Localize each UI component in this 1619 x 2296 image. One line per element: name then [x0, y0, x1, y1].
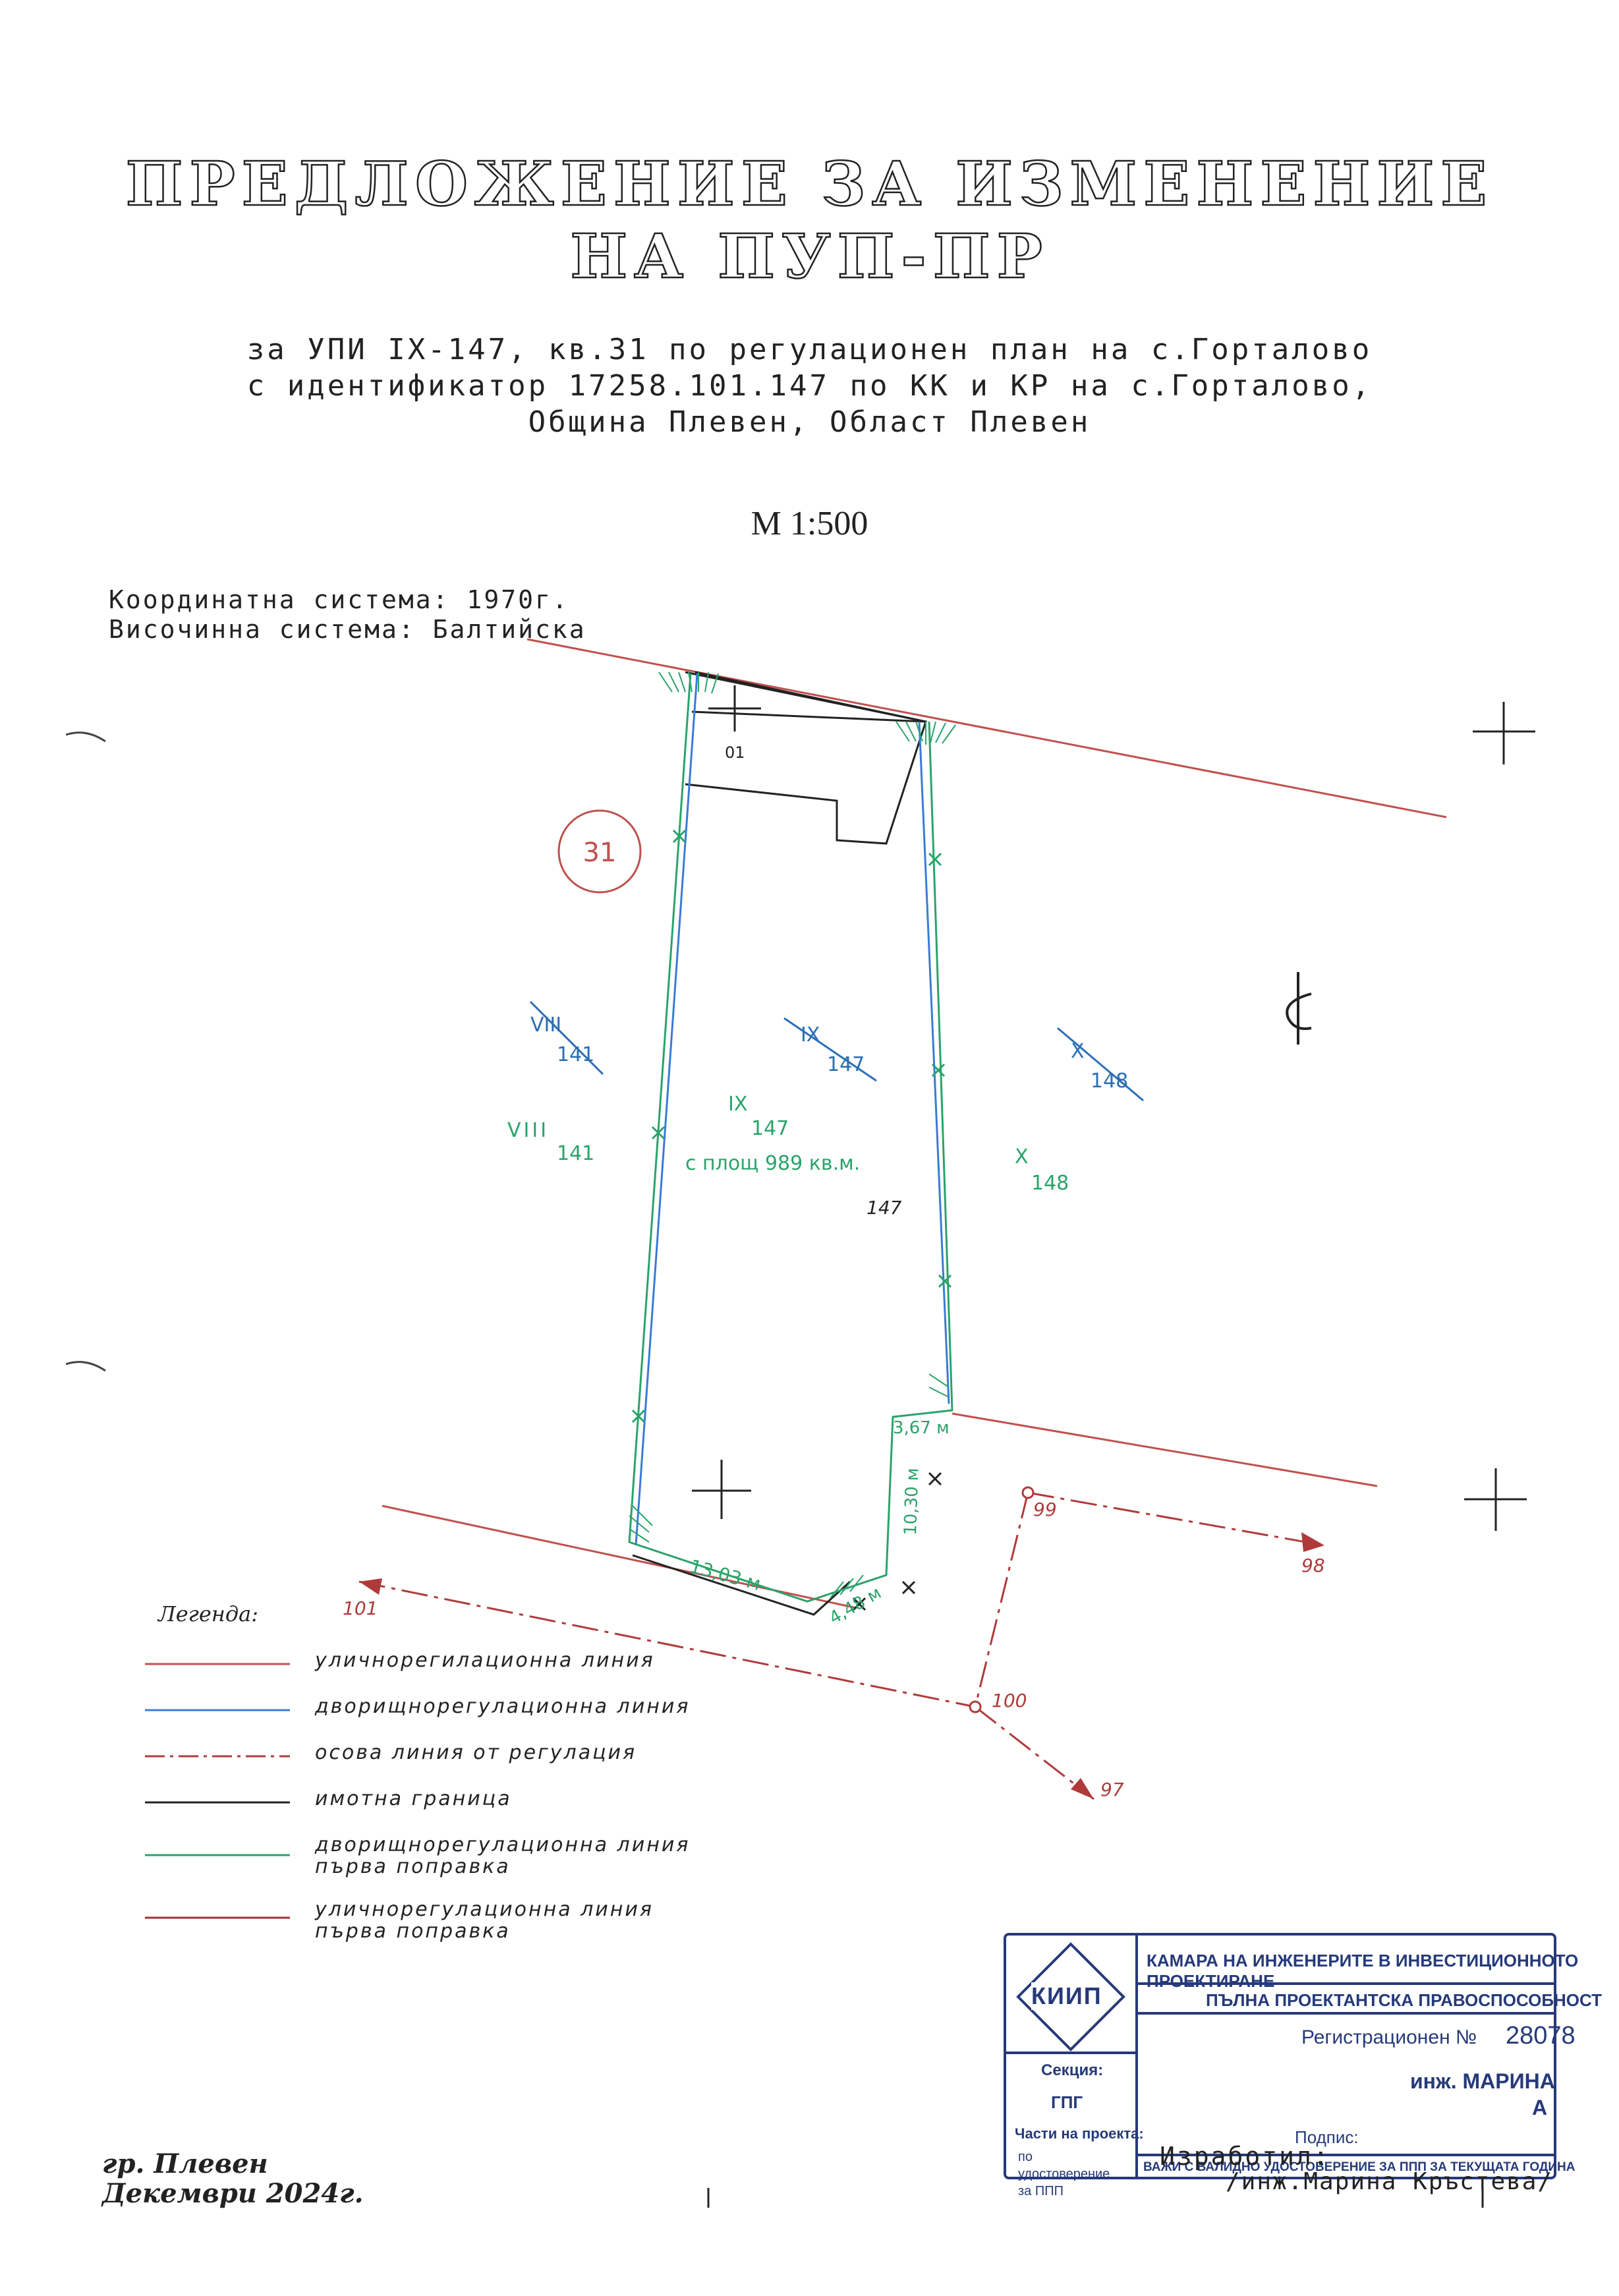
legend-label-property: имотна граница	[315, 1787, 512, 1810]
property-boundary-top	[691, 710, 926, 723]
old-parcel-ix-num: 147	[827, 1053, 865, 1076]
point-label-01: 01	[725, 743, 745, 762]
parcel-ix-roman: IX	[728, 1093, 747, 1116]
height-system: Височинна система: Балтийска	[109, 615, 586, 644]
stamp-logo: КИИП	[1031, 1982, 1102, 2010]
dimension-3-67: 3,67 м	[893, 1418, 950, 1438]
street-regulation-line-top	[526, 638, 1447, 818]
legend-label-axis: осова линия от регулация	[315, 1741, 637, 1764]
subtitle-line-2: с идентификатор 17258.101.147 по КК и КР…	[246, 369, 1373, 403]
axis-lines	[358, 1491, 1325, 1800]
subtitle-line-1: за УПИ IX-147, кв.31 по регулационен пла…	[246, 333, 1373, 366]
stamp-parts-value: по удостоверение за ППП	[1018, 2150, 1110, 2198]
binder-hole-mark-bottom	[65, 1361, 106, 1372]
property-boundary-bottom	[632, 1554, 851, 1616]
axis-label-101: 101	[343, 1597, 378, 1619]
axis-arrow-98	[1301, 1532, 1324, 1552]
survey-crosshairs	[692, 685, 1535, 1531]
stamp-name-2: А	[1532, 2096, 1548, 2119]
stamp-frame	[1004, 1933, 1556, 2179]
property-boundary-front	[685, 671, 926, 723]
legend-title: Легенда:	[158, 1601, 258, 1626]
subtitle-line-3: Община Плевен, Област Плевен	[528, 405, 1091, 439]
old-parcel-viii-num: 141	[557, 1043, 594, 1066]
stamp-section-label: Секция:	[1041, 2061, 1104, 2079]
dimension-cross-marks	[852, 1472, 942, 1611]
old-label-strikes	[529, 1000, 1144, 1102]
stamp-org: КАМАРА НА ИНЖЕНЕРИТЕ В ИНВЕСТИЦИОННОТО П…	[1147, 1951, 1579, 1991]
legend-label-yard-first: дворищнорегулационна линия	[315, 1833, 691, 1856]
street-regulation-line-bottom	[382, 1505, 857, 1609]
boundary-cross-marks	[631, 829, 952, 1423]
parcel-ix-area: с площ 989 кв.м.	[685, 1152, 860, 1175]
stamp-section-value: ГПГ	[1051, 2092, 1083, 2112]
legend-label-yard: дворищнорегулационна линия	[315, 1695, 691, 1718]
footer-city: гр. Плевен	[102, 2148, 268, 2179]
stamp-validity: ВАЖИ С ВАЛИДНО УДОСТОВЕРЕНИЕ ЗА ППП ЗА Т…	[1143, 2160, 1576, 2174]
author-label: Изработил:	[1160, 2142, 1330, 2171]
stamp-name: инж. МАРИНА	[1410, 2069, 1555, 2093]
legend-label-street-first: уличнорегулационна линия	[315, 1898, 654, 1921]
legend-label-yard-first-2: първа поправка	[315, 1855, 511, 1878]
stamp-capacity: ПЪЛНА ПРОЕКТАНТСКА ПРАВОСПОСОБНОСТ	[1206, 1990, 1603, 2010]
stamp-reg-number: 28078	[1506, 2022, 1576, 2050]
stamp-parts-label: Части на проекта:	[1015, 2125, 1144, 2142]
axis-label-100: 100	[992, 1690, 1027, 1711]
cadastral-number: 147	[866, 1197, 902, 1219]
block-circle	[557, 809, 642, 894]
title-line-1: ПРЕДЛОЖЕНИЕ ЗА ИЗМЕНЕНИЕ	[125, 148, 1494, 221]
old-parcel-x-roman: X	[1071, 1040, 1085, 1063]
title-line-2: НА ПУП-ПР	[569, 220, 1049, 293]
legend-label-street: уличнорегилационна линия	[315, 1649, 655, 1672]
author-name: /инж.Марина Кръстева/	[1226, 2168, 1554, 2195]
dimension-10-30: 10,30 м	[901, 1468, 923, 1535]
stamp-reg-label: Регистрационен №	[1301, 2026, 1477, 2048]
coordinate-system: Координатна система: 1970г.	[109, 585, 569, 614]
old-parcel-ix-roman: IX	[801, 1023, 820, 1047]
legend-label-street-first-2: първа поправка	[315, 1920, 511, 1943]
axis-label-97: 97	[1100, 1779, 1124, 1800]
dimension-13-03: 13,03 м	[687, 1555, 763, 1595]
block-number: 31	[583, 838, 617, 868]
street-regulation-line-right	[952, 1412, 1378, 1487]
footer-date: Декември 2024г.	[102, 2178, 364, 2209]
yard-regulation-first-correction	[628, 673, 953, 1603]
axis-point-99	[1021, 1486, 1035, 1499]
parcel-viii-roman: VIII	[507, 1119, 549, 1142]
binder-hole-mark-top	[65, 732, 106, 743]
axis-label-98: 98	[1301, 1555, 1325, 1576]
old-parcel-x-num: 148	[1091, 1070, 1128, 1093]
stamp-signature-label: Подпис:	[1295, 2127, 1359, 2147]
parcel-x-num: 148	[1031, 1172, 1069, 1195]
north-arrow	[1286, 972, 1312, 1045]
axis-arrow-101	[359, 1578, 382, 1595]
axis-arrow-97	[1071, 1778, 1094, 1799]
yard-regulation-lines	[635, 673, 950, 1546]
parcel-ix-num: 147	[751, 1117, 789, 1140]
axis-point-100	[969, 1700, 982, 1713]
parcel-viii-num: 141	[557, 1142, 594, 1165]
parcel-x-roman: X	[1015, 1145, 1029, 1168]
dimension-4-48: 4,48 м	[826, 1583, 885, 1628]
hatch-marks	[629, 672, 956, 1599]
old-parcel-viii-roman: VIII	[530, 1014, 561, 1037]
scale-label: М 1:500	[751, 505, 868, 542]
axis-label-99: 99	[1033, 1499, 1057, 1520]
